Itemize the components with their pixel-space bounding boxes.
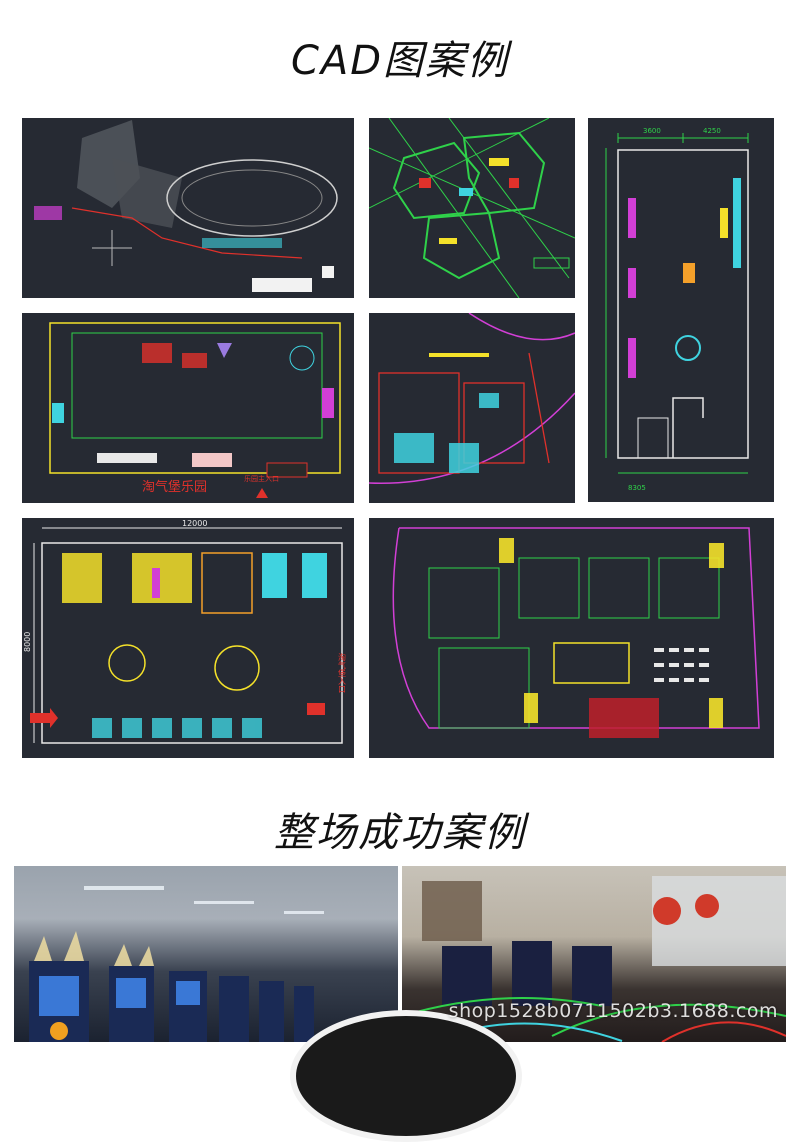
cad-drawing-octagon-plan: [369, 118, 575, 298]
park-entrance-label: 乐园主入口: [244, 474, 279, 483]
cad-drawing-floor-plan: [369, 518, 774, 758]
cad-drawing-site-plan: [22, 118, 354, 298]
dim-total: 8305: [628, 484, 646, 492]
dim-top-1: 3600: [643, 127, 661, 135]
decorative-circle: [290, 1010, 522, 1142]
entrance-arrow-icon: [30, 708, 58, 728]
section-title-cad: CAD图案例: [290, 38, 510, 84]
dim-top-2: 4250: [703, 127, 721, 135]
photo-arcade-row: [14, 866, 398, 1042]
height-dimension: 8000: [23, 632, 32, 652]
photo-arcade-hall: [402, 866, 786, 1042]
park-name-label: 淘气堡乐园: [142, 479, 207, 495]
cad-drawing-tall-plan: 3600 4250 8305: [588, 118, 774, 502]
cad-drawing-park-plan: 淘气堡乐园 乐园主入口: [22, 313, 354, 503]
cad-drawing-12000-plan: 12000 8000 淘气堡入口: [22, 518, 354, 758]
width-dimension: 12000: [182, 519, 207, 528]
section-title-cases: 整场成功案例: [274, 810, 526, 856]
entrance-vertical-label: 淘气堡入口: [338, 652, 347, 693]
cad-drawing-mall-section: [369, 313, 575, 503]
watermark-text: shop1528b0711502b3.1688.com: [448, 1000, 778, 1022]
